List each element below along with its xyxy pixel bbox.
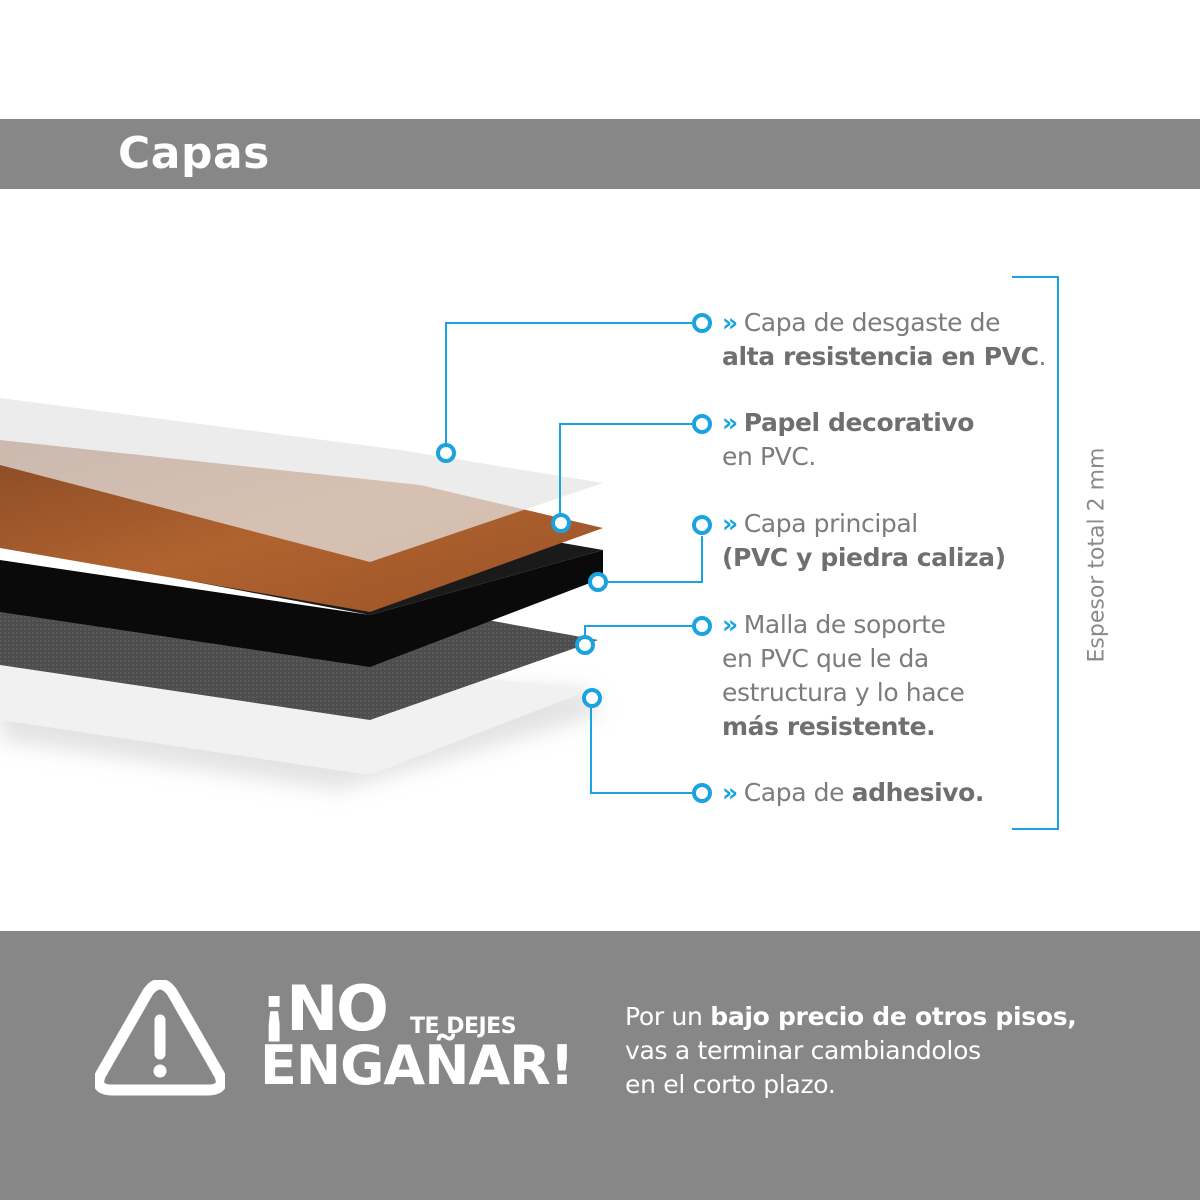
slogan-big: ENGAÑAR! xyxy=(260,1034,574,1097)
slogan-no: ¡NO xyxy=(260,972,389,1045)
slogan-small: TE DEJES xyxy=(410,1014,517,1039)
warning-icon xyxy=(95,980,225,1096)
footer-text: Por un bajo precio de otros pisos, vas a… xyxy=(625,1002,1077,1099)
layers-diagram xyxy=(0,276,1059,830)
dot-adhesive xyxy=(582,688,602,708)
dot-decor xyxy=(551,513,571,533)
arrow-icon: » xyxy=(722,610,738,639)
label-core-layer: »Capa principal (PVC y piedra caliza) xyxy=(722,509,1006,572)
page-title: Capas xyxy=(118,128,270,179)
connector-lines xyxy=(445,322,703,794)
dot-wear xyxy=(436,443,456,463)
arrow-icon: » xyxy=(722,308,738,337)
dot-core xyxy=(588,572,608,592)
dot-label-core xyxy=(692,515,712,535)
dot-mesh xyxy=(575,635,595,655)
thickness-label: Espesor total 2 mm xyxy=(1084,447,1110,663)
header-band xyxy=(0,119,1200,189)
thickness-bracket xyxy=(1012,276,1059,830)
label-mesh-layer: »Malla de soporte en PVC que le da estru… xyxy=(722,610,965,741)
dot-label-wear xyxy=(692,313,712,333)
connector-dots xyxy=(436,313,712,803)
mesh-layer xyxy=(0,612,598,720)
arrow-icon: » xyxy=(722,509,738,538)
dot-label-adhesive xyxy=(692,783,712,803)
label-wear-layer: »Capa de desgaste de alta resistencia en… xyxy=(722,308,1047,371)
arrow-icon: » xyxy=(722,408,738,437)
wear-layer xyxy=(0,398,603,562)
label-decor-layer: »Papel decorativo en PVC. xyxy=(722,408,975,471)
label-adhesive-layer: »Capa de adhesivo. xyxy=(722,778,985,807)
dot-label-decor xyxy=(692,414,712,434)
footer-band xyxy=(0,931,1200,1200)
dot-label-mesh xyxy=(692,616,712,636)
arrow-icon: » xyxy=(722,778,738,807)
